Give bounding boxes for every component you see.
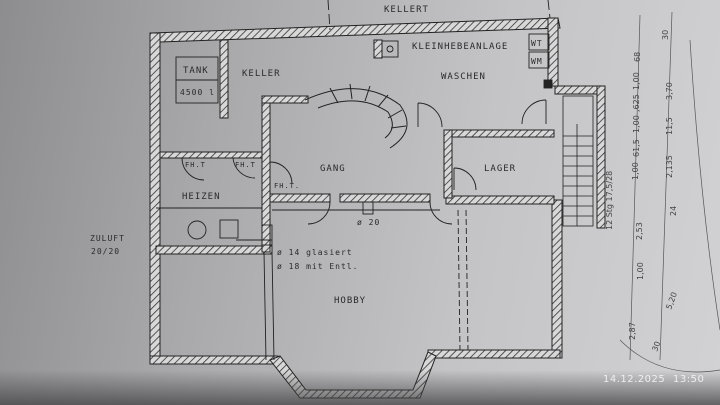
label-stairs: 12 Stg 17,5/28 — [605, 171, 614, 230]
label-kleinhebeanlage: KLEINHEBEANLAGE — [412, 42, 508, 52]
label-gang: GANG — [320, 164, 346, 174]
label-wt: WT — [531, 39, 543, 48]
walls — [149, 17, 606, 399]
dim-label: 1,00 — [632, 72, 641, 90]
dim-label: 24 — [669, 206, 678, 216]
label-chimney-20: ø 20 — [357, 218, 380, 227]
dim-label: 1,00 — [631, 162, 640, 180]
door-swings — [181, 99, 547, 225]
dimension-lines — [619, 11, 720, 373]
straight-staircase — [562, 95, 594, 227]
dim-label: 30 — [661, 30, 670, 40]
label-fht-2: FH.T — [235, 161, 256, 169]
dim-label: 5,20 — [664, 291, 679, 311]
dim-label: 2,135 — [665, 155, 674, 178]
dim-label: 68 — [633, 52, 642, 62]
dim-label: 3,70 — [665, 82, 674, 100]
label-fht-3: FH.T. — [274, 182, 300, 190]
fixtures — [156, 0, 553, 361]
label-kellert: KELLERT — [384, 5, 429, 15]
dimension-labels: 68 1,00 ,625 1,00 61,5 1,00 2,53 1,00 2,… — [628, 30, 679, 353]
dim-label: ,625 — [632, 94, 641, 112]
label-wm: WM — [531, 57, 543, 66]
label-heizen: HEIZEN — [182, 192, 221, 202]
dim-label: 30 — [650, 340, 662, 353]
label-zuluft-size: 20/20 — [91, 247, 120, 256]
dim-label: 1,00 — [632, 115, 641, 133]
label-fht-1: FH.T — [185, 161, 206, 169]
dim-label: 61,5 — [632, 139, 641, 157]
spiral-staircase — [304, 83, 408, 149]
label-waschen: WASCHEN — [441, 72, 486, 82]
photo-date: 14.12.2025 — [603, 374, 666, 385]
dim-label: 2,53 — [635, 222, 644, 240]
label-keller: KELLER — [242, 69, 281, 79]
label-hobby: HOBBY — [334, 296, 366, 306]
label-chimney-14: ø 14 glasiert — [277, 248, 353, 257]
dim-label: 11,5 — [665, 117, 674, 135]
label-tank-volume: 4500 l — [180, 88, 215, 97]
label-zuluft: ZULUFT — [90, 234, 125, 243]
label-tank: TANK — [183, 66, 209, 76]
photo-shadow — [0, 370, 720, 405]
photo-time: 13:50 — [673, 374, 705, 385]
dim-label: 2,87 — [628, 322, 637, 340]
label-chimney-18: ø 18 mit Entl. — [277, 262, 358, 271]
dim-label: 1,00 — [636, 262, 645, 280]
label-lager: LAGER — [484, 164, 516, 174]
